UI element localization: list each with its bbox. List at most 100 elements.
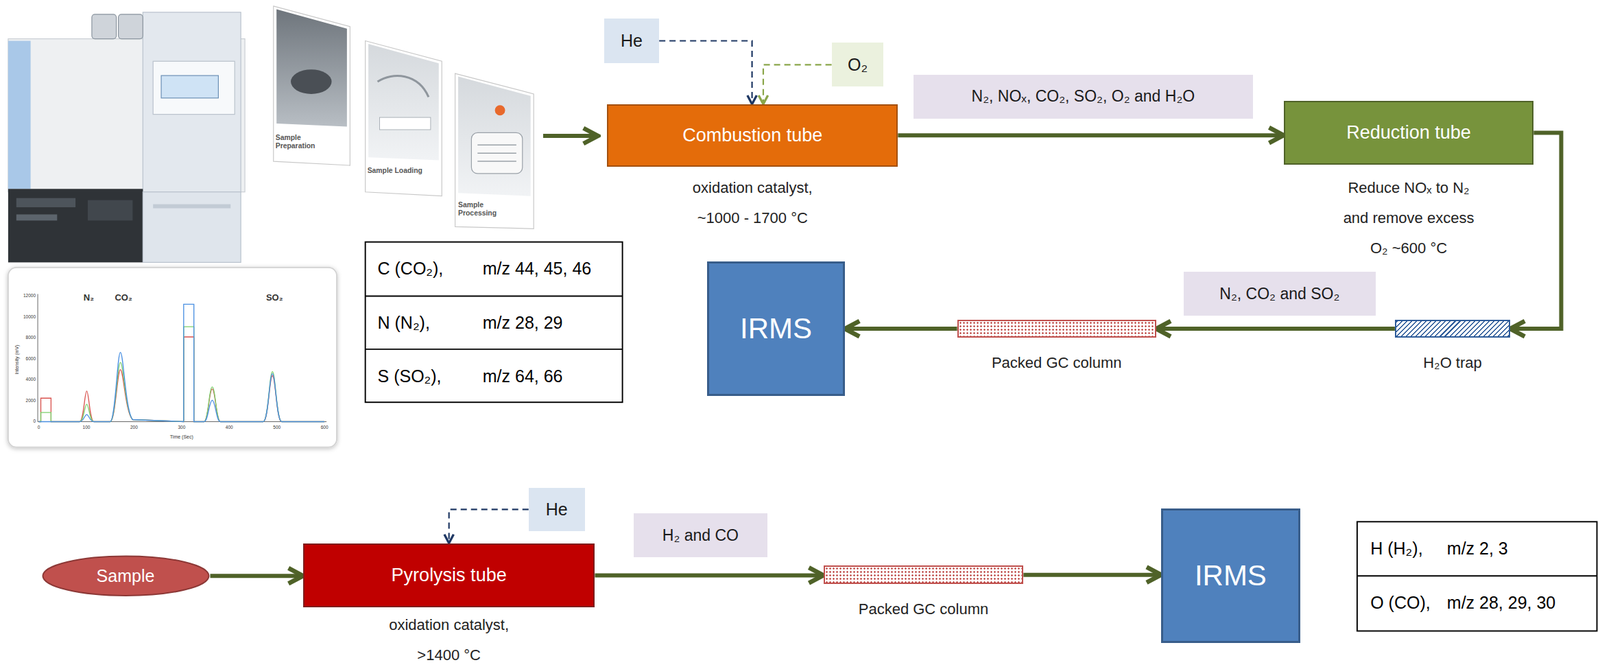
table-cell: m/z 2, 3 <box>1447 538 1509 559</box>
sample-photo-cards-part <box>495 104 506 116</box>
sample-photo-cards-part <box>368 43 439 161</box>
node-label: Pyrolysis tube <box>391 564 507 586</box>
instrument-photo-part <box>16 213 58 221</box>
photo-caption: Sample Preparation <box>275 133 337 151</box>
node-label: N₂, NOₓ, CO₂, SO₂, O₂ and H₂O <box>971 87 1196 105</box>
instrument-photo-part <box>161 75 219 99</box>
table-cell: S (SO₂), <box>377 365 442 386</box>
irms-box: IRMS <box>1161 508 1300 643</box>
instrument-photo-part <box>142 12 241 193</box>
sample-ellipse: Sample <box>41 554 211 597</box>
instrument-photo-part <box>8 188 143 262</box>
tick-label: 200 <box>130 424 138 430</box>
tick-label: 100 <box>82 424 91 430</box>
isotope-table-part <box>365 295 623 349</box>
gc-column: Packed GC column <box>957 319 1157 339</box>
axis-title: Intensity (mV) <box>14 344 20 374</box>
photo-caption: Sample Processing <box>458 200 520 218</box>
sample-photo-cards-part <box>273 6 351 166</box>
gas-input-box: O₂ <box>831 42 885 87</box>
node-label: IRMS <box>739 312 813 345</box>
photo-caption: Sample Loading <box>367 166 429 175</box>
peak-label: N₂ <box>83 292 94 304</box>
sample-photo-cards-part <box>377 76 429 98</box>
instrument-photo-part <box>152 204 231 209</box>
instrument-photo-part <box>91 14 117 40</box>
gas-species-label: N₂, CO₂ and SO₂ <box>1183 271 1376 316</box>
tick-label: 2000 <box>26 397 36 403</box>
isotope-table-part <box>1357 574 1598 577</box>
isotope-table-part <box>1357 521 1598 631</box>
table-cell: C (CO₂), <box>377 258 444 279</box>
sample-photo-cards-part <box>365 41 443 197</box>
flow-arrow <box>1156 326 1395 331</box>
sample-photo-cards-part <box>276 8 348 127</box>
pyrolysis-tube: Pyrolysis tubeoxidation catalyst, >1400 … <box>303 543 596 608</box>
node-caption: oxidation catalyst, >1400 °C <box>373 609 525 667</box>
node-label: He <box>620 30 643 51</box>
instrument-photo-part <box>142 192 241 263</box>
node-label: He <box>545 499 568 520</box>
tick-label: 600 <box>320 424 329 430</box>
sample-photo-cards-part <box>455 73 535 229</box>
gas-input-box: He <box>528 487 585 531</box>
node-caption: Reduce NOₓ to N₂ and remove excess O₂ ~6… <box>1340 172 1478 264</box>
instrument-photo-part <box>8 39 245 193</box>
flow-arrow <box>844 326 958 331</box>
instrument-photo-part <box>16 198 76 208</box>
tick-label: 0 <box>37 424 41 430</box>
irms-box: IRMS <box>707 261 845 396</box>
reduction-tube: Reduction tubeReduce NOₓ to N₂ and remov… <box>1283 100 1535 164</box>
flow-arrow <box>449 508 529 543</box>
table-cell: H (H₂), <box>1370 538 1423 559</box>
instrument-photo <box>8 12 245 263</box>
axis-title: Time (Sec) <box>170 434 194 440</box>
node-label: Sample <box>96 565 155 586</box>
ellipse-shape <box>42 555 209 595</box>
instrument-photo-part <box>152 61 235 114</box>
node-label: N₂, CO₂ and SO₂ <box>1219 284 1340 303</box>
node-caption: oxidation catalyst, ~1000 - 1700 °C <box>676 172 828 234</box>
gas-species-label: N₂, NOₓ, CO₂, SO₂, O₂ and H₂O <box>913 74 1253 119</box>
table-cell: N (N₂), <box>377 312 431 333</box>
table-cell: O (CO), <box>1370 591 1431 612</box>
node-caption: Packed GC column <box>858 593 989 625</box>
instrument-photo-part <box>118 14 144 40</box>
chromatogram-inset-part <box>39 326 326 422</box>
sample-photo-cards <box>273 6 534 229</box>
sample-photo-cards-part <box>471 132 522 174</box>
combustion-tube: Combustion tubeoxidation catalyst, ~1000… <box>606 104 898 167</box>
tick-label: 4000 <box>26 377 36 382</box>
node-label: O₂ <box>847 54 868 75</box>
gc-column: Packed GC column <box>823 565 1024 584</box>
peak-label: SO₂ <box>266 292 284 304</box>
table-cell: m/z 64, 66 <box>482 365 564 386</box>
peak-label: CO₂ <box>114 292 132 304</box>
chromatogram-inset <box>8 267 337 448</box>
table-cell: m/z 28, 29 <box>482 312 564 333</box>
tick-label: 12000 <box>23 293 36 299</box>
chromatogram-inset-part <box>39 336 326 422</box>
sample-photo-cards-part <box>290 69 332 94</box>
sample-photo-cards-part <box>477 144 517 162</box>
node-label: Combustion tube <box>682 124 823 147</box>
tick-label: 400 <box>225 424 234 430</box>
tick-label: 0 <box>32 419 36 424</box>
tick-label: 6000 <box>26 355 36 361</box>
feed-arrow <box>543 133 599 138</box>
flow-arrow <box>659 41 752 105</box>
sample-photo-cards-part <box>379 117 431 130</box>
node-caption: Packed GC column <box>991 347 1122 378</box>
chromatogram-inset-part <box>8 267 337 448</box>
flow-arrow <box>897 133 1284 138</box>
tick-label: 500 <box>272 424 281 430</box>
instrument-photo-part <box>87 200 133 221</box>
flow-arrow <box>209 573 303 578</box>
tick-label: 8000 <box>26 335 36 341</box>
node-label: H₂ and CO <box>662 526 739 544</box>
node-label: Reduction tube <box>1346 122 1472 144</box>
gas-species-label: H₂ and CO <box>633 512 768 557</box>
flow-arrow <box>1023 572 1162 577</box>
